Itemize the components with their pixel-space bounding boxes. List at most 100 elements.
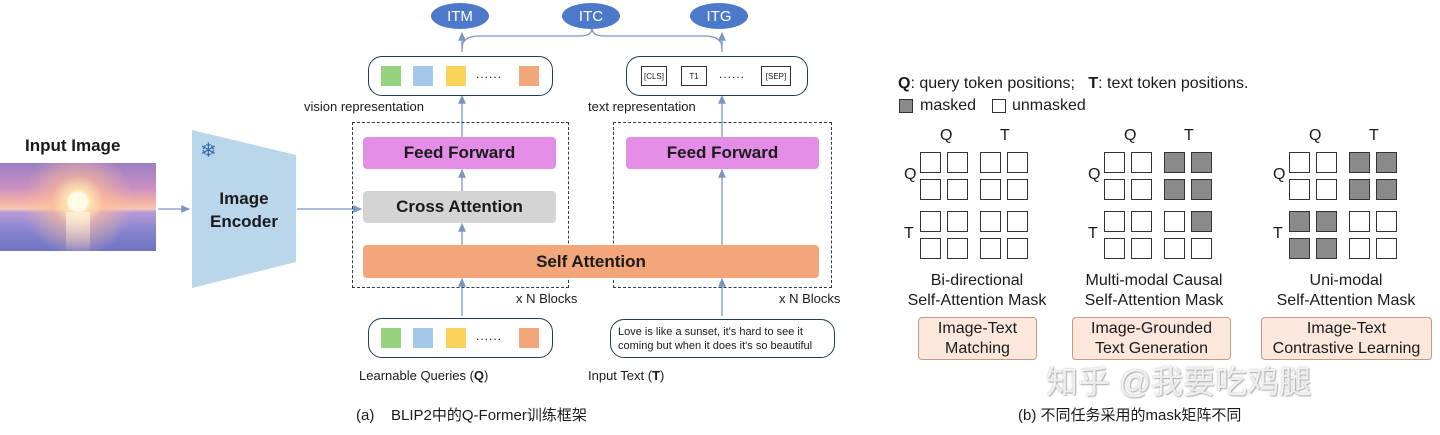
mask-cell-unmasked [1316,179,1337,200]
mask-cell-unmasked [1349,211,1370,232]
input-image-title: Input Image [25,136,121,155]
mask-cell-unmasked [980,238,1001,259]
task-line2: Text Generation [1095,339,1208,357]
mask-cell-unmasked [1104,238,1125,259]
mask-cell-unmasked [1104,152,1125,173]
query-token-green [381,66,401,86]
mask-title-line2: Self-Attention Mask [907,292,1047,309]
input-text-label: Input Text (T) [588,368,665,383]
mask-row-q-label: Q [1273,166,1286,183]
mask-col-q-label: Q [1124,127,1137,144]
task-line2: Matching [945,339,1010,357]
mask-cell-masked [1349,152,1370,173]
task-line1: Image-Text [1306,319,1387,337]
learnable-queries-q: Q [473,368,485,383]
token-cls: [CLS] [641,66,667,86]
mask-cell-masked [1289,211,1310,232]
task-line2: Contrastive Learning [1272,339,1421,357]
mask-col-t-label: T [1369,127,1379,144]
watermark: 知乎 @我要吃鸡腿 [1046,364,1312,400]
mask-cell-unmasked [1131,179,1152,200]
mask-cell-masked [1191,179,1212,200]
legend-masked-label: masked [920,97,977,114]
mask-row-t-label: T [904,225,914,242]
legend-unmasked-swatch [992,99,1006,113]
input-text-line1: Love is like a sunset, it's hard to see … [618,326,803,338]
mask-cell-unmasked [1316,152,1337,173]
input-text-t: T [652,368,661,383]
mask-cell-masked [1289,238,1310,259]
vision-representation-label: vision representation [304,99,424,114]
caption-a: (a) BLIP2中的Q-Former训练框架 [356,407,587,424]
mask-cell-unmasked [947,238,968,259]
itg-head: ITG [690,3,748,29]
mask-row-t-label: T [1088,225,1098,242]
token-ellipsis: ...... [719,67,746,81]
legend-masked-swatch [899,99,913,113]
mask-cell-unmasked [920,238,941,259]
query-token-blue [413,328,433,348]
legend-positions: Q: query token positions; T: text token … [898,75,1249,92]
mask-title-line1: Multi-modal Causal [1085,272,1223,289]
mask-cell-masked [1191,152,1212,173]
itm-head: ITM [431,3,489,29]
mask-cell-masked [1316,238,1337,259]
task-line1: Image-Text [937,319,1018,337]
mask-cell-masked [1316,211,1337,232]
query-ellipsis: ...... [476,67,503,81]
learnable-queries-label: Learnable Queries (Q) [359,368,489,383]
feed-forward-query: Feed Forward [363,137,556,169]
mask-cell-unmasked [920,179,941,200]
mask-cell-unmasked [947,211,968,232]
mask-cell-masked [1191,211,1212,232]
image-encoder-label: Image Encoder [209,189,279,231]
task-line1: Image-Grounded [1091,319,1212,337]
query-token-yellow [446,328,466,348]
query-ellipsis: ...... [476,329,503,343]
token-sep: [SEP] [761,66,791,86]
feed-forward-text: Feed Forward [626,137,819,169]
mask-cell-masked [1376,152,1397,173]
mask-cell-unmasked [1007,179,1028,200]
mask-cell-unmasked [920,211,941,232]
mask-col-q-label: Q [940,127,953,144]
mask-cell-unmasked [1376,211,1397,232]
query-token-orange [519,66,539,86]
snowflake-icon: ❄ [200,140,217,162]
mask-cell-unmasked [1007,152,1028,173]
mask-cell-unmasked [1349,238,1370,259]
itc-head: ITC [562,3,620,29]
mask-cell-unmasked [1164,238,1185,259]
image-encoder-trapezoid [192,130,296,288]
query-token-orange [519,328,539,348]
mask-cell-unmasked [1131,152,1152,173]
query-token-yellow [446,66,466,86]
mask-cell-masked [1349,179,1370,200]
query-token-green [381,328,401,348]
text-representation-box: [CLS] T1 ...... [SEP] [626,56,808,96]
mask-cell-unmasked [1164,211,1185,232]
query-blocks-label: x N Blocks [516,291,578,306]
mask-title-line2: Self-Attention Mask [1084,292,1224,309]
mask-cell-unmasked [1191,238,1212,259]
mask-cell-masked [1164,152,1185,173]
mask-row-q-label: Q [1088,166,1101,183]
query-transformer-block [352,122,569,288]
mask-cell-masked [1376,179,1397,200]
cross-attention: Cross Attention [363,191,556,223]
token-t1: T1 [681,66,707,86]
mask-cell-unmasked [1289,179,1310,200]
learnable-queries-box: ...... [368,318,553,358]
mask-row-t-label: T [1273,225,1283,242]
mask-row-q-label: Q [904,166,917,183]
mask-cell-unmasked [1289,152,1310,173]
text-representation-label: text representation [588,99,696,114]
input-text-line2: coming but when it does it's so beautifu… [618,340,813,352]
mask-cell-unmasked [980,211,1001,232]
legend-unmasked-label: unmasked [1012,97,1086,114]
mask-cell-unmasked [947,152,968,173]
text-blocks-label: x N Blocks [779,291,841,306]
